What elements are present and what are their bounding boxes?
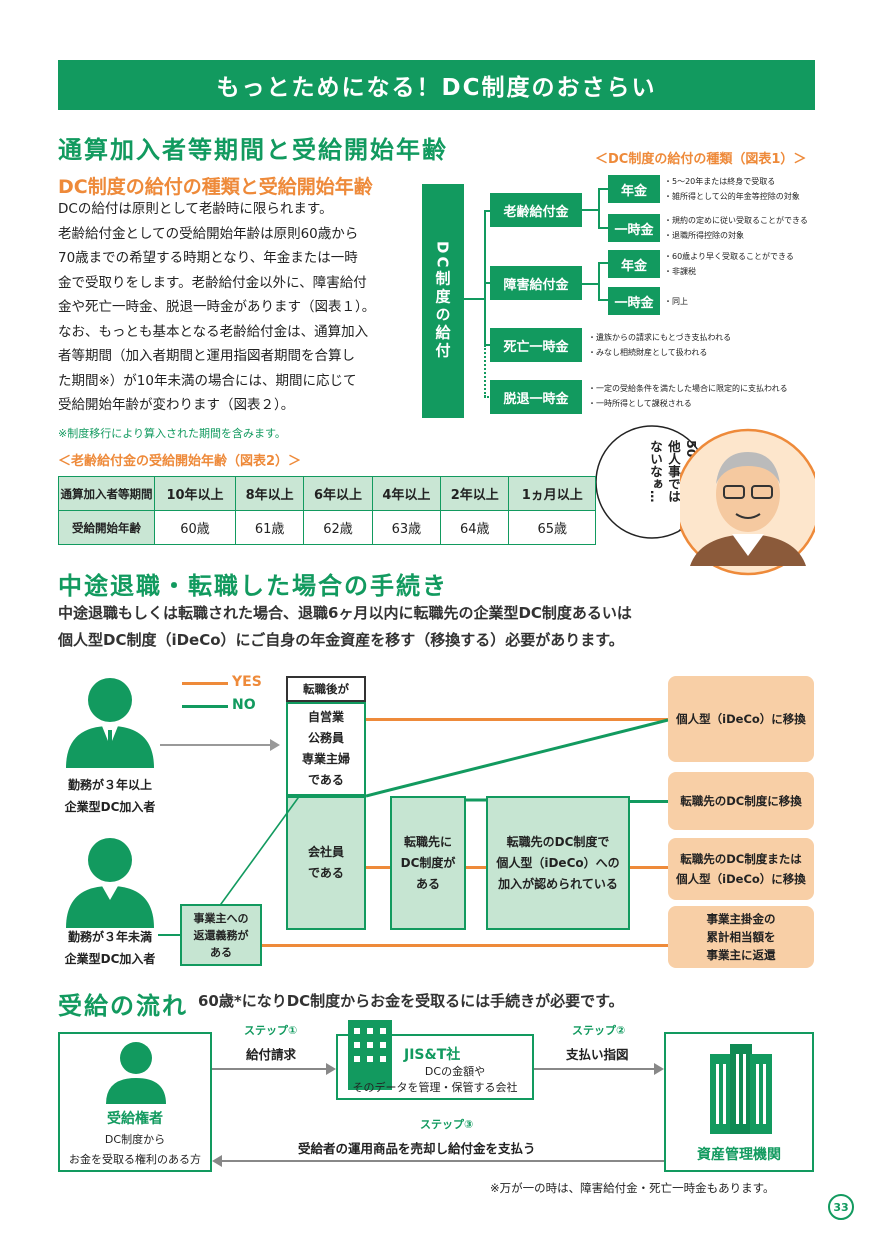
note-3: ・60歳より早く受取ることができる・非課税 [664,252,794,276]
section2-title: 中途退職・転職した場合の手続き [58,572,448,600]
rojin-nenkin: 年金 [608,175,660,203]
footnote: ※万が一の時は、障害給付金・死亡一時金もあります。 [490,1181,775,1195]
person1-label: 勤務が３年以上企業型DC加入者 [64,778,156,814]
section1-title: 通算加入者等期間と受給開始年齢 [58,136,448,164]
page-number: 33 [828,1194,854,1220]
section3-title: 受給の流れ [58,992,188,1020]
receiver-label: 受給権者 [107,1111,163,1127]
body-line: た期間※）が10年未満の場合には、期間に応じて [58,372,357,389]
rojin-ichiji: 一時金 [608,214,660,242]
employee-icon-2 [66,838,154,928]
legend-no: NO [232,697,256,713]
note-1: ・5～20年または終身で受取る・雑所得として公的年金等控除の対象 [664,177,800,201]
note-5: ・遺族からの請求にもとづき支払われる・みなし相続財産として扱われる [588,333,732,357]
jist-desc: DCの金額やそのデータを管理・保管する会社 [352,1065,518,1094]
custodian-box: 資産管理機関 [664,1032,814,1172]
body-line: 者等期間（加入者期間と運用指図者期間を合算し [58,348,355,364]
result-ideco: 個人型（iDeCo）に移換 [668,676,814,762]
step2-label: ステップ② [572,1024,626,1037]
rojin-box: 老齢給付金 [490,193,582,227]
ideco-allowed-box: 転職先のDC制度で個人型（iDeCo）への加入が認められている [486,796,630,930]
section1-subtitle: DC制度の給付の種類と受給開始年齢 [58,176,373,198]
repay-duty-box: 事業主への返還義務がある [180,904,262,966]
dattai-box: 脱退一時金 [490,380,582,414]
note-6: ・一定の受給条件を満たした場合に限定的に支払われる・一時所得として課税される [588,384,788,408]
section1-note: ※制度移行により算入された期間を含みます。 [58,427,286,440]
step3-label: ステップ③ [420,1118,474,1131]
fig1-caption: ＜DC制度の給付の種類（図表1）＞ [595,152,807,167]
fig2-caption: ＜老齢給付金の受給開始年齢（図表2）＞ [58,454,302,469]
no-diagonal [366,718,669,798]
legend-yes: YES [232,674,262,690]
step2-text: 支払い指図 [566,1047,629,1062]
body-line: 老齢給付金としての受給開始年齢は原則60歳から [58,225,359,242]
bank-building-icon [710,1044,772,1134]
company-employee-box: 会社員である [286,796,366,930]
body-line: 金や死亡一時金、脱退一時金があります（図表１）。 [58,299,376,315]
self-employed-box: 自営業公務員専業主婦である [286,702,366,796]
shogai-box: 障害給付金 [490,266,582,300]
shogai-nenkin: 年金 [608,250,660,278]
step3-text: 受給者の運用商品を売却し給付金を支払う [298,1141,536,1156]
section2-body: 中途退職もしくは転職された場合、退職6ヶ月以内に転職先の企業型DC制度あるいは … [58,604,632,649]
result-repay: 事業主掛金の累計相当額を事業主に返還 [668,906,814,968]
body-line: なお、もっとも基本となる老齢給付金は、通算加入 [58,323,369,340]
shibo-box: 死亡一時金 [490,328,582,362]
after-label: 転職後が [286,676,366,702]
building-icon [348,1020,392,1090]
jist-label: JIS&T社 [404,1047,461,1063]
step1-label: ステップ① [244,1024,298,1037]
jist-box: JIS&T社 DCの金額やそのデータを管理・保管する会社 [336,1020,534,1100]
shogai-ichiji: 一時金 [608,287,660,315]
old-man-illustration [680,428,815,576]
fig1-root: DC制度の給付 [422,184,464,418]
section3-sub: 60歳*になりDC制度からお金を受取るには手続きが必要です。 [198,992,624,1010]
receiver-box: 受給権者 DC制度からお金を受取る権利のある方 [58,1032,212,1172]
section1-body: DCの給付は原則として老齢時に限られます。 老齢給付金としての受給開始年齢は原則… [58,197,408,418]
body-line: 受給開始年齢が変わります（図表２）。 [58,397,295,413]
note-2: ・規約の定めに従い受取ることができる・退職所得控除の対象 [664,216,808,240]
receiver-icon [106,1042,166,1104]
employee-icon-1 [66,678,154,768]
body-line: DCの給付は原則として老齢時に限られます。 [58,201,333,217]
custodian-label: 資産管理機関 [697,1147,781,1163]
no-link [466,798,486,802]
note-4: ・同上 [664,297,688,306]
result-either: 転職先のDC制度または個人型（iDeCo）に移換 [668,838,814,900]
person2-label: 勤務が３年未満企業型DC加入者 [64,930,156,966]
body-line: 金で受取りをします。老齢給付金以外に、障害給付 [58,274,367,291]
receiver-desc: DC制度からお金を受取る権利のある方 [69,1133,201,1166]
result-new-dc: 転職先のDC制度に移換 [668,772,814,830]
step1-text: 給付請求 [246,1047,297,1062]
page-banner: もっとためになる！DC制度のおさらい [58,60,815,110]
body-line: 70歳までの希望する時期となり、年金または一時 [58,250,358,266]
